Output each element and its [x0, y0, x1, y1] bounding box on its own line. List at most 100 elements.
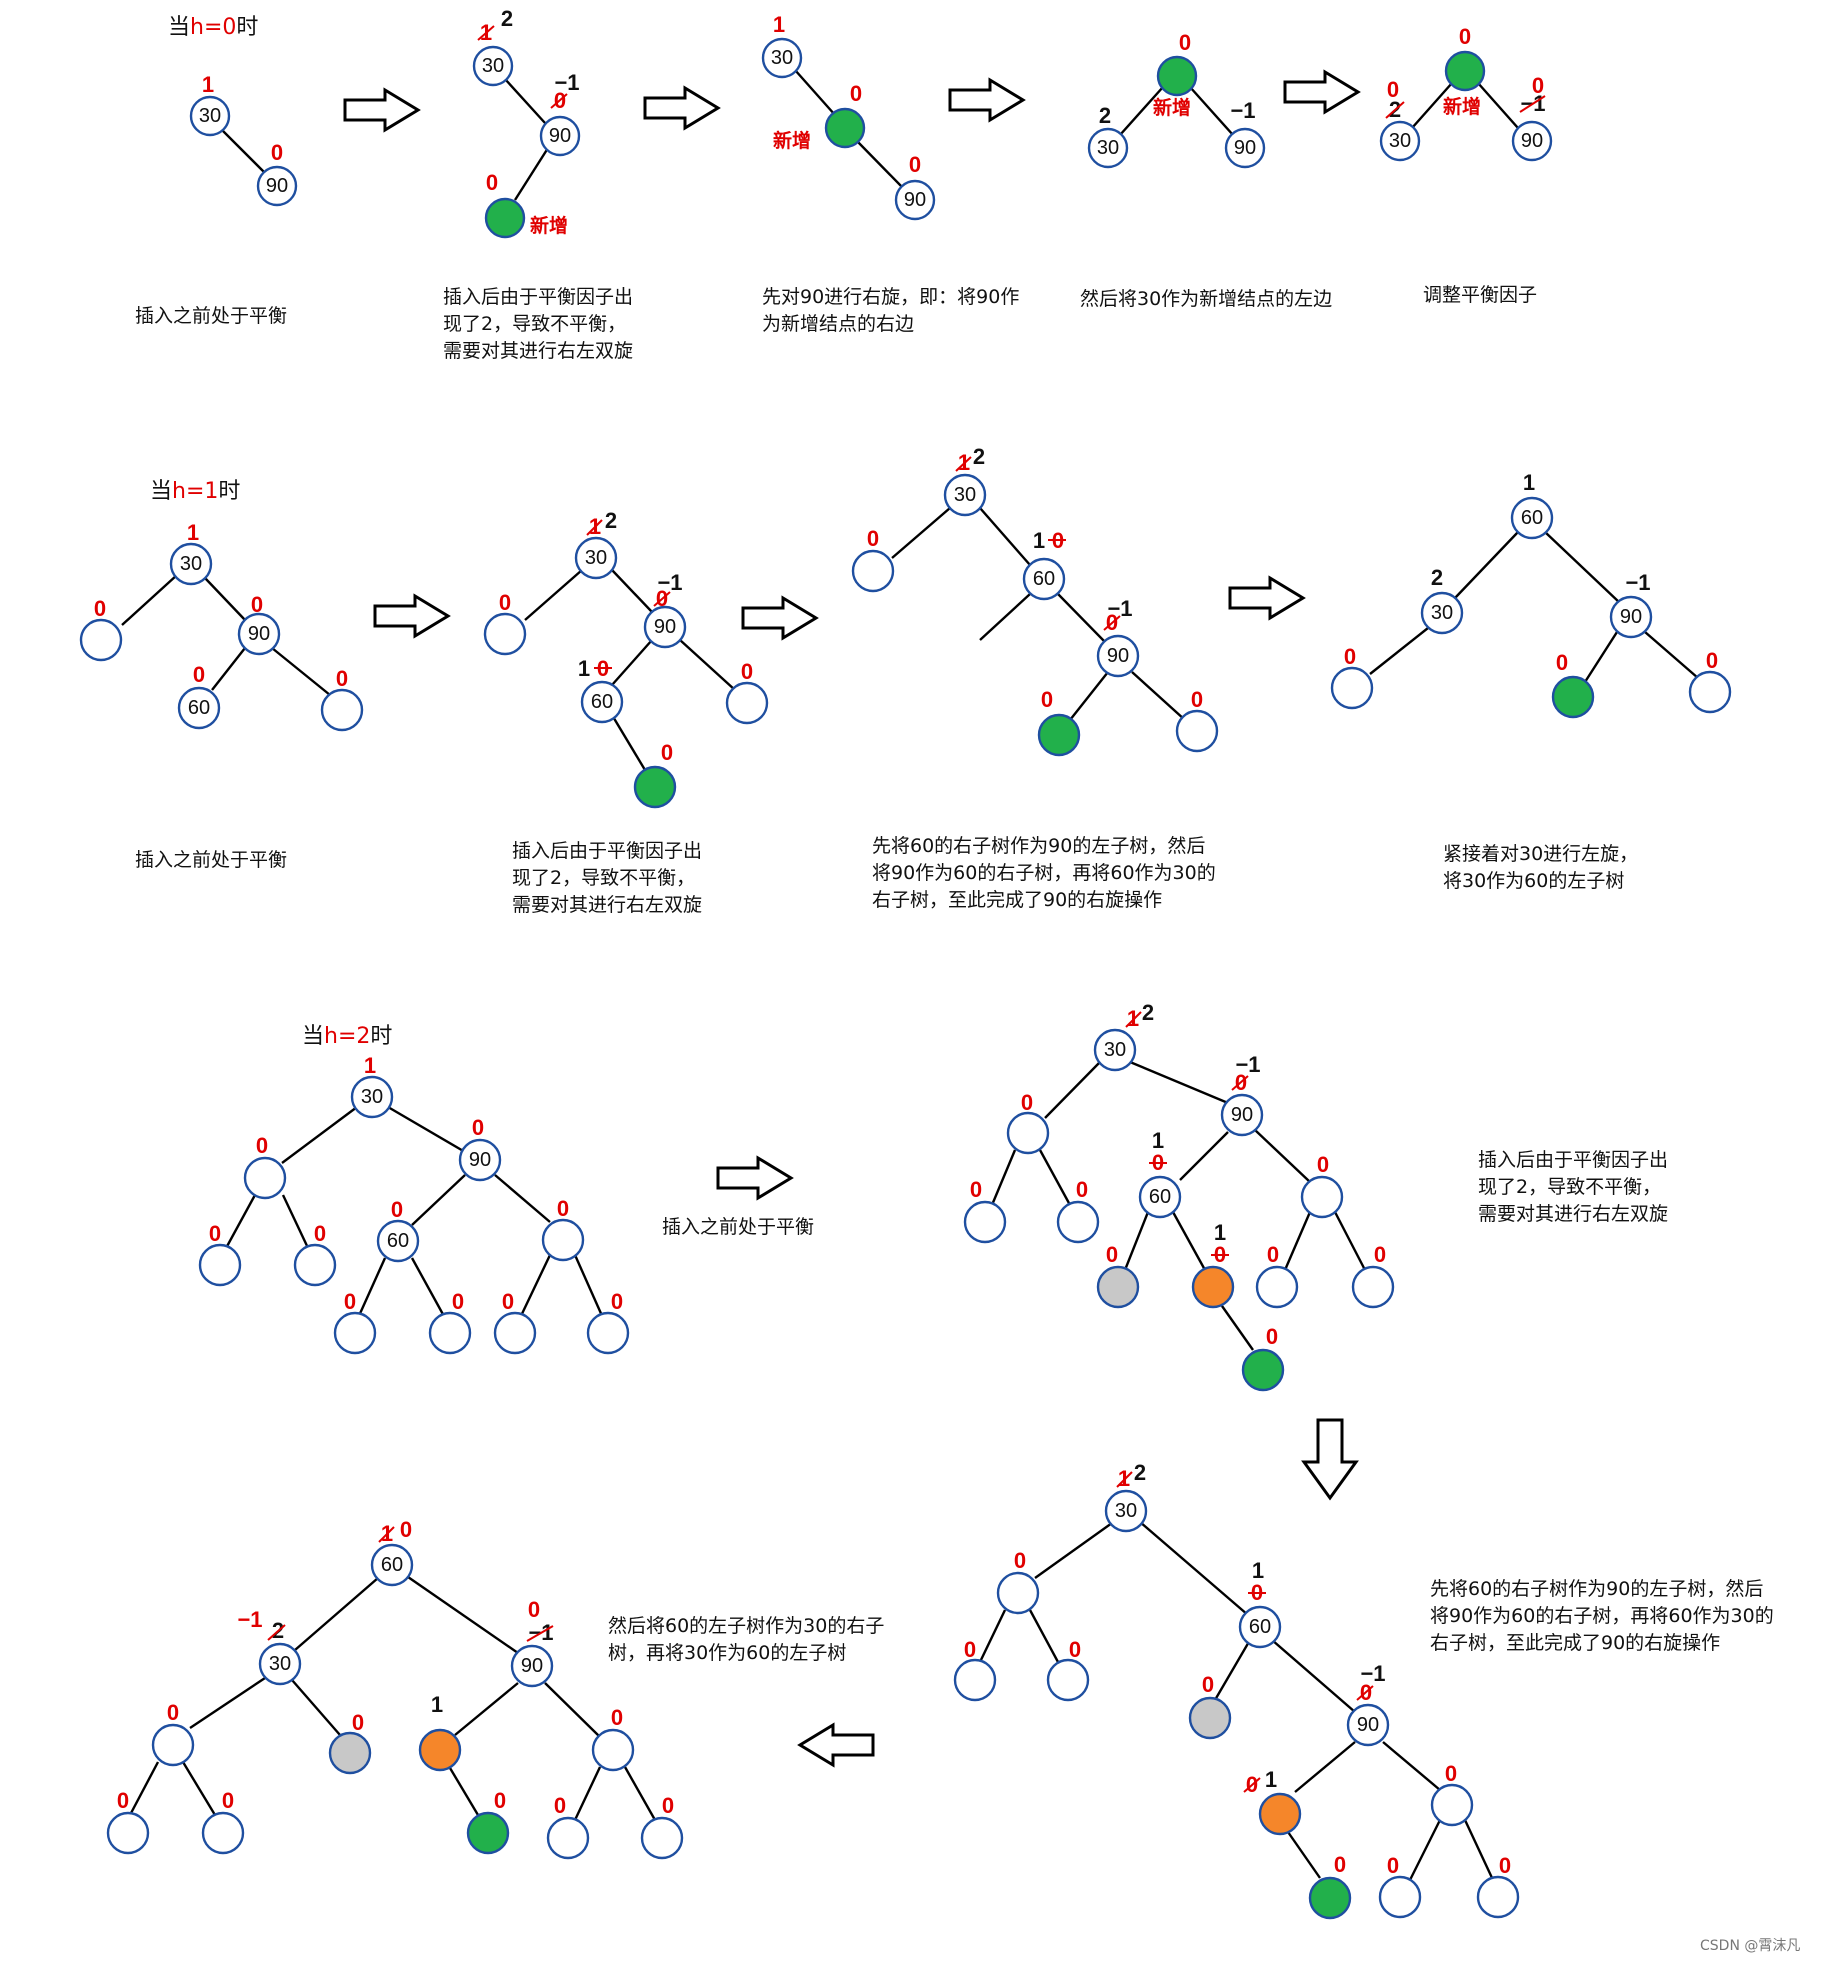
- balance-factor-label: 0: [400, 1517, 412, 1542]
- tree-edge: [407, 1576, 519, 1654]
- balance-factor-label: 1: [1523, 470, 1535, 495]
- tree-edge: [610, 714, 647, 771]
- tree-node: [1156, 55, 1198, 97]
- tree-node: [493, 1311, 537, 1355]
- caption-line: 现了2，导致不平衡，: [512, 867, 695, 889]
- tree-node: [824, 107, 866, 149]
- tree-node: [1220, 1093, 1264, 1137]
- tree-node: [541, 1218, 585, 1262]
- tree-node: [428, 1311, 472, 1355]
- tree-edge: [544, 1682, 601, 1738]
- strikethrough-mark: [526, 1625, 554, 1642]
- arrow-right-icon: [643, 85, 721, 131]
- tree-edge: [1044, 1061, 1101, 1119]
- tree-node: [1444, 50, 1486, 92]
- node-value-label: 30: [1115, 1500, 1137, 1522]
- balance-factor-label: 0: [391, 1197, 403, 1222]
- node-value-label: 90: [1521, 130, 1543, 152]
- tree-edge: [387, 1105, 466, 1154]
- balance-factor-label: −1: [1230, 98, 1255, 123]
- balance-factor-label: 0: [193, 662, 205, 687]
- balance-factor-label: 0: [1317, 1152, 1329, 1177]
- balance-factor-label: 0: [970, 1177, 982, 1202]
- strikethrough-mark: [1231, 1075, 1249, 1091]
- tree-node: [1056, 1200, 1100, 1244]
- balance-factor-label: −1: [1107, 596, 1132, 621]
- tree-edge: [1057, 593, 1106, 643]
- balance-factor-label: 2: [501, 6, 513, 31]
- balance-factor-label: 0: [336, 666, 348, 691]
- strikethrough-mark: [1125, 1011, 1142, 1028]
- tree-edge: [1644, 631, 1699, 679]
- node-value-label: 90: [266, 175, 288, 197]
- tree-node: [458, 1138, 502, 1182]
- strikethrough-mark: [1356, 1685, 1374, 1701]
- tree-edge: [1463, 1819, 1495, 1881]
- credit-text: CSDN @霄沫凡: [1700, 1938, 1800, 1954]
- arrow-down-icon: [1301, 1418, 1359, 1501]
- node-value-label: 30: [1097, 137, 1119, 159]
- balance-factor-label: 0: [1267, 1242, 1279, 1267]
- balance-factor-label: 0: [1387, 1853, 1399, 1878]
- balance-factor-label: 0: [314, 1221, 326, 1246]
- tree-node: [1022, 557, 1066, 601]
- tree-node: [574, 536, 618, 580]
- tree-edge: [219, 127, 266, 174]
- caption-line: 为新增结点的右边: [762, 313, 914, 335]
- tree-edge: [454, 1682, 519, 1736]
- node-value-label: 30: [585, 547, 607, 569]
- tree-h1-inserted: 30 90 60 1 2 0 0 −1 1 0 0 0: [483, 508, 769, 809]
- tree-edge: [990, 1149, 1017, 1206]
- balance-factor-label: 1: [1252, 1558, 1264, 1583]
- caption-line: 插入之前处于平衡: [135, 849, 287, 871]
- strikethrough-mark: [477, 25, 495, 41]
- strikethrough-mark: [653, 591, 671, 607]
- node-value-label: 30: [1389, 130, 1411, 152]
- balance-factor-label: 0: [209, 1221, 221, 1246]
- tree-node: [510, 1644, 554, 1688]
- tree-node: [643, 605, 687, 649]
- tree-edge: [1038, 1149, 1072, 1206]
- tree-edge: [504, 78, 546, 124]
- tree-edge: [1333, 1211, 1367, 1271]
- arrow-right-icon: [716, 1155, 794, 1201]
- tree-edge: [411, 1174, 466, 1226]
- caption-line: 先将60的右子树作为90的左子树，然后: [1430, 1578, 1763, 1600]
- new-node-label: 新增: [1153, 96, 1191, 119]
- balance-factor-label: 0: [662, 1793, 674, 1818]
- balance-factor-label: 0: [352, 1710, 364, 1735]
- balance-factor-label: 0: [117, 1788, 129, 1813]
- balance-factor-label: 1: [1127, 1006, 1139, 1031]
- tree-node: [1006, 1111, 1050, 1155]
- tree-edge: [1179, 1131, 1229, 1181]
- tree-node: [1087, 127, 1129, 169]
- tree-node: [953, 1658, 997, 1702]
- balance-factor-label: 2: [973, 444, 985, 469]
- strikethrough-mark: [378, 1526, 395, 1543]
- section-label-part: 时: [218, 479, 240, 504]
- tree-edge: [448, 1767, 480, 1816]
- tree-edge: [1129, 1060, 1229, 1105]
- node-value-label: 90: [1234, 137, 1256, 159]
- tree-node: [725, 681, 769, 725]
- node-value-label: 90: [1231, 1104, 1253, 1126]
- tree-edge: [611, 639, 653, 686]
- tree-node: [177, 686, 221, 730]
- tree-edge: [679, 639, 736, 691]
- section-label-part: h=1: [172, 479, 218, 504]
- balance-factor-label: 2: [1142, 1000, 1154, 1025]
- caption-line: 插入后由于平衡因子出: [1478, 1149, 1668, 1171]
- balance-factor-label: 0: [1202, 1672, 1214, 1697]
- balance-factor-label: −1: [1625, 570, 1650, 595]
- tree-node: [1688, 670, 1732, 714]
- node-value-label: 90: [469, 1149, 491, 1171]
- caption-line: 调整平衡因子: [1423, 284, 1537, 306]
- tree-edge: [1583, 631, 1619, 683]
- tree-edge: [1369, 627, 1429, 675]
- tree-node: [591, 1728, 635, 1772]
- tree-node: [1224, 127, 1266, 169]
- arrow-right-icon: [741, 595, 819, 641]
- caption-line: 将90作为60的右子树，再将60作为30的: [1430, 1605, 1774, 1627]
- balance-factor-label: 0: [1106, 1242, 1118, 1267]
